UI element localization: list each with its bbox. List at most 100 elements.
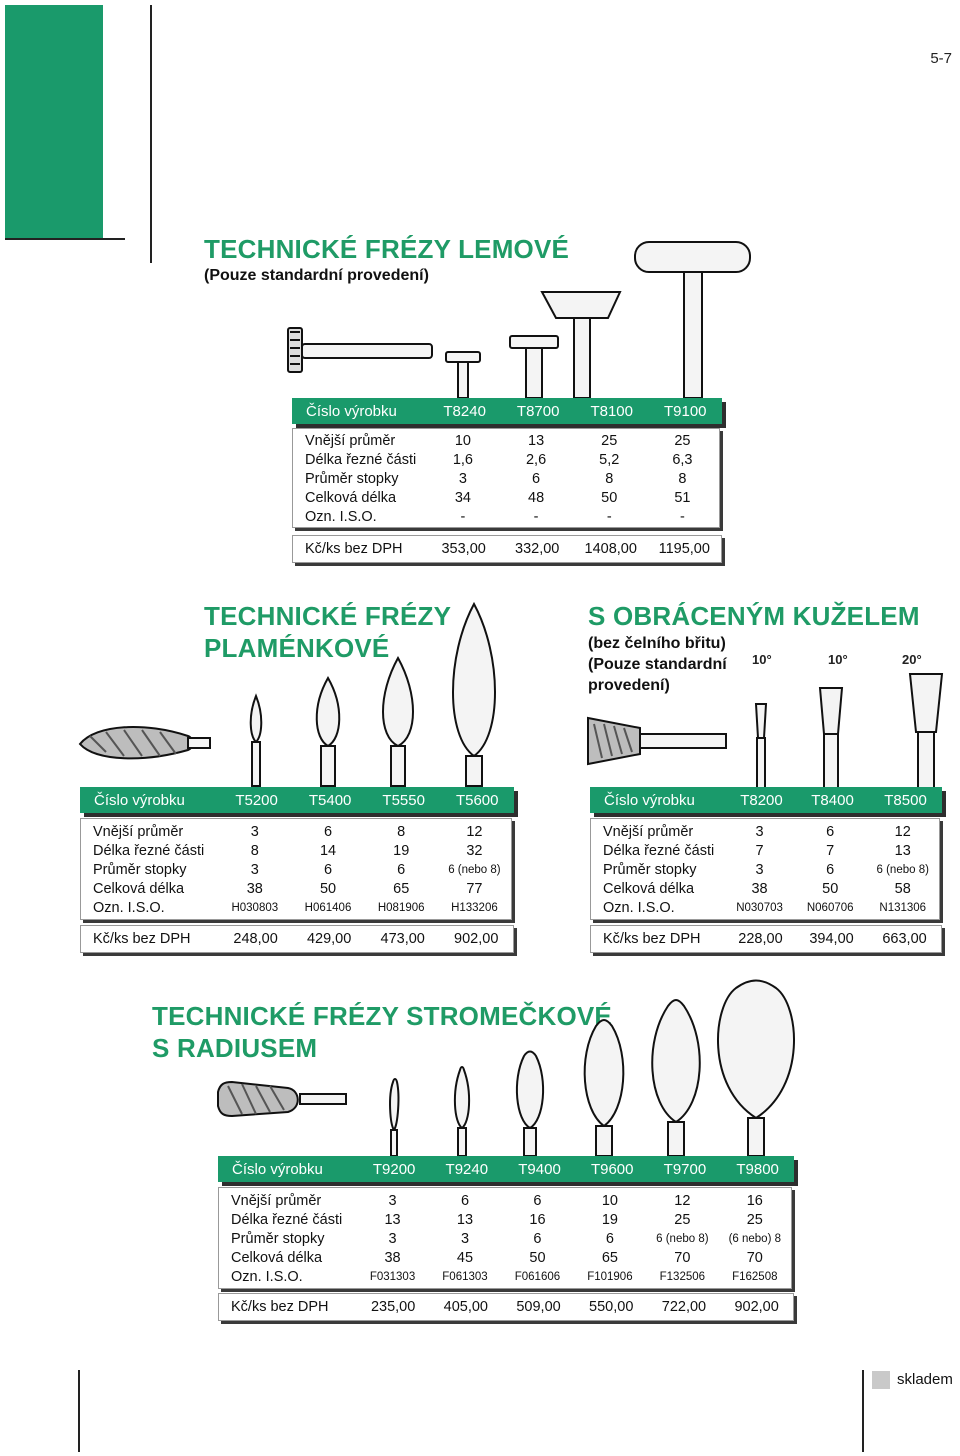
header-cell: T8400 (811, 791, 854, 809)
divider-horizontal (5, 238, 125, 240)
cell: 14 (319, 843, 337, 859)
cell: 6 (nebo 8) (656, 1233, 709, 1245)
divider-vertical (78, 1370, 80, 1452)
header-cell: T5600 (455, 791, 499, 809)
price-row-lemove: Kč/ks bez DPH 353,00 332,00 1408,00 1195… (292, 535, 722, 563)
cell: 25 (746, 1212, 763, 1228)
cell: 50 (822, 881, 839, 897)
header-label: Číslo výrobku (232, 1160, 323, 1178)
price-cell: 228,00 (738, 931, 783, 947)
kuzel-tools-illustration (587, 673, 944, 788)
cell: 51 (674, 490, 691, 506)
header-cell: T9600 (590, 1160, 634, 1178)
cell: N060706 (806, 902, 854, 914)
cell: 3 (460, 1231, 470, 1247)
header-cell: T9400 (518, 1160, 561, 1178)
cell: 50 (601, 490, 618, 506)
cell: 10 (601, 1193, 618, 1209)
cell: 6 (323, 824, 333, 840)
cell: 13 (528, 433, 545, 449)
header-cell: T5550 (382, 791, 425, 809)
row-label: Celková délka (231, 1250, 323, 1266)
table-header-kuzel: Číslo výrobku T8200 T8400 T8500 (590, 787, 942, 813)
row-label: Ozn. I.S.O. (603, 900, 675, 916)
cell: 25 (601, 433, 618, 449)
cell: 13 (384, 1212, 401, 1228)
price-cell: 550,00 (589, 1299, 634, 1315)
cell: 38 (246, 881, 263, 897)
cell: N030703 (736, 902, 783, 914)
divider-vertical (862, 1370, 864, 1452)
lemove-tools-illustration (287, 241, 751, 399)
section-title-plamenkove-1: TECHNICKÉ FRÉZY (204, 601, 452, 631)
angle-label: 10° (752, 652, 772, 667)
cell: 16 (746, 1193, 763, 1209)
row-label: Celková délka (305, 490, 397, 506)
cell: 2,6 (525, 452, 547, 468)
table-header-lemove: Číslo výrobku T8240 T8700 T8100 T9100 (292, 398, 722, 424)
price-cell: 1408,00 (584, 541, 637, 557)
cell: H081906 (377, 902, 425, 914)
cell: 32 (466, 843, 483, 859)
price-cell: 394,00 (809, 931, 854, 947)
price-cell: 722,00 (661, 1299, 707, 1315)
angle-label: 20° (902, 652, 922, 667)
cell: 6 (532, 471, 541, 487)
cell: 3 (388, 1193, 397, 1209)
cell: 19 (393, 843, 410, 859)
cell: 5,2 (599, 452, 620, 468)
cell: F101906 (587, 1271, 633, 1283)
header-label: Číslo výrobku (604, 791, 695, 809)
section-subtitle-kuzel-3: provedení) (588, 677, 670, 694)
header-cell: T8240 (443, 402, 486, 420)
price-label: Kč/ks bez DPH (305, 541, 403, 557)
header-label: Číslo výrobku (94, 791, 185, 809)
cell: 7 (755, 843, 764, 859)
cell: 6 (826, 824, 835, 840)
cell: (6 nebo) 8 (728, 1233, 782, 1245)
cell: - (679, 509, 685, 525)
header-cell: T9200 (372, 1160, 416, 1178)
header-cell: T5200 (235, 791, 278, 809)
legend-label: skladem (897, 1371, 953, 1388)
price-cell: 663,00 (882, 931, 927, 947)
cell: - (533, 509, 539, 525)
header-cell: T8500 (884, 791, 927, 809)
cell: 6 (nebo 8) (448, 864, 501, 876)
cell: 3 (755, 862, 764, 878)
header-cell: T5400 (308, 791, 352, 809)
header-cell: T9800 (736, 1160, 779, 1178)
header-label: Číslo výrobku (306, 402, 397, 420)
price-cell: 902,00 (734, 1299, 779, 1315)
section-title-lemove: TECHNICKÉ FRÉZY LEMOVÉ (204, 234, 570, 264)
cell: 6 (323, 862, 333, 878)
cell: 25 (674, 433, 691, 449)
header-cell: T8100 (590, 402, 633, 420)
price-row-stromeckove: Kč/ks bez DPH 235,00 405,00 509,00 550,0… (218, 1293, 794, 1321)
row-label: Vnější průměr (603, 824, 694, 840)
table-header-stromeckove: Číslo výrobku T9200 T9240 T9400 T9600 T9… (218, 1156, 794, 1182)
cell: 12 (894, 824, 911, 840)
cell: 6 (605, 1231, 614, 1247)
price-label: Kč/ks bez DPH (93, 931, 191, 947)
cell: H030803 (231, 902, 279, 914)
cell: 50 (319, 881, 337, 897)
row-label: Celková délka (603, 881, 695, 897)
cell: 3 (250, 824, 259, 840)
cell: 25 (674, 1212, 691, 1228)
cell: H061406 (304, 902, 352, 914)
cell: 6 (533, 1231, 542, 1247)
cell: 10 (454, 433, 471, 449)
cell: 8 (678, 471, 687, 487)
